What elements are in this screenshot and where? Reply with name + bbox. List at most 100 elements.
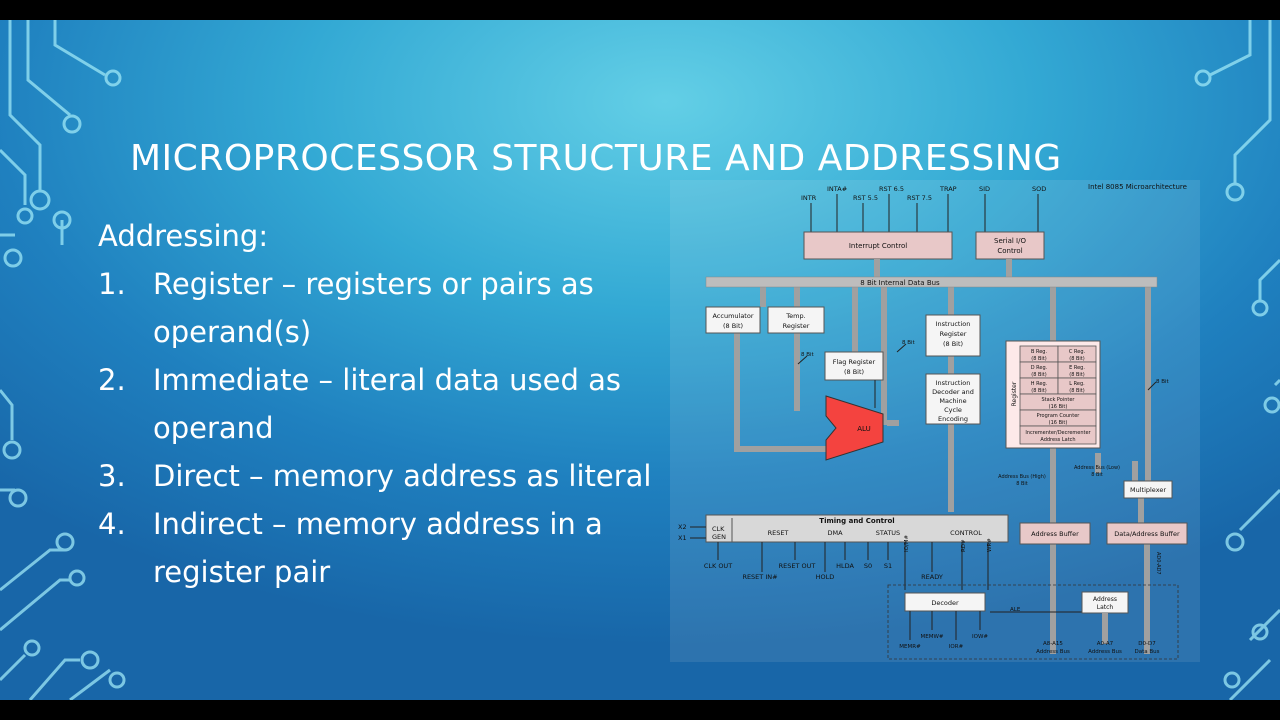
incdec-label: Address Latch [1040,437,1075,443]
instruction-decoder-label: Machine [939,397,966,405]
serial-io-label: Control [997,247,1022,255]
data-address-buffer-label: Data/Address Buffer [1114,530,1180,538]
flag-register-box [824,351,884,381]
width-label: 8 Bit [801,352,815,358]
instruction-register-label: Instruction [936,320,971,328]
temp-register-label: Register [783,322,810,330]
register-cell-label: (8 Bit) [1031,388,1047,394]
signal-rd: RD# [961,539,967,552]
bus-label-data: Data Bus [1134,649,1159,655]
internal-data-bus-label: 8 Bit Internal Data Bus [860,279,940,287]
register-cell-label: (8 Bit) [1069,356,1085,362]
interrupt-control-box [803,231,953,260]
register-cell-label: L Reg. [1069,381,1085,387]
width-label: 8 Bit [1156,379,1170,385]
register-cell-label: D Reg. [1031,365,1048,371]
address-latch-label: Latch [1097,604,1114,611]
signal-sid: SID [979,185,990,193]
addressing-list: Addressing: 1.Register – registers or pa… [98,212,658,596]
timing-control-box [705,514,1009,543]
signal-inta: INTA# [827,185,847,193]
address-latch-label: Address [1093,596,1117,603]
flag-register-label: (8 Bit) [844,368,864,376]
width-label: 8 Bit [902,340,916,346]
item-text: Indirect – memory address in a register … [153,507,603,589]
instruction-decoder-label: Encoding [938,415,968,423]
addressing-modes: 1.Register – registers or pairs as opera… [98,260,658,596]
bus-label-data: D0-D7 [1138,641,1156,647]
data-address-buffer-box [1106,522,1188,545]
signal-s1: S1 [884,562,892,570]
signal-ready: READY [921,573,943,581]
program-counter-label: Program Counter [1037,413,1081,419]
signal-clk-out: CLK OUT [704,562,732,570]
register-cell-label: (8 Bit) [1031,372,1047,378]
addr-bus-high-label: Address Bus (High) [998,474,1046,480]
interrupt-control-label: Interrupt Control [849,242,907,250]
slide-title: MICROPROCESSOR STRUCTURE AND ADDRESSING [130,138,1062,179]
instruction-register-box [925,314,981,357]
list-item: 1.Register – registers or pairs as opera… [98,260,658,356]
clk-gen-label: CLK [712,525,725,533]
instruction-decoder-label: Decoder and [932,388,974,396]
decoder-output-memw: MEMW# [920,634,943,640]
multiplexer-label: Multiplexer [1130,486,1166,494]
item-text: Immediate – literal data used as operand [153,363,621,445]
decoder-label: Decoder [931,599,959,607]
signal-trap: TRAP [939,185,957,193]
instruction-decoder-label: Cycle [944,406,962,414]
signal-hlda: HLDA [836,562,854,570]
instruction-register-label: (8 Bit) [943,340,963,348]
register-cell-label: (8 Bit) [1031,356,1047,362]
item-number: 4. [98,507,126,541]
signal-rst55: RST 5.5 [853,194,878,202]
diagram-caption: Intel 8085 Microarchitecture [1088,183,1187,191]
instruction-decoder-box [925,373,981,425]
register-cell-label: B Reg. [1031,349,1048,355]
list-item: 2.Immediate – literal data used as opera… [98,356,658,452]
signal-wr: WR# [987,538,993,552]
instruction-register-label: Register [940,330,967,338]
external-section [887,584,1179,660]
temp-register-box [767,306,825,334]
clk-gen-label: GEN [712,533,726,541]
bus-label-high: Address Bus [1036,649,1070,655]
bus-label-high: A8-A15 [1043,641,1063,647]
stack-pointer-label: Stack Pointer [1042,397,1076,403]
decoder-box [904,592,986,612]
signal-reset-out: RESET OUT [779,562,816,570]
alu-shape [825,395,884,461]
register-cell-label: C Reg. [1069,349,1086,355]
program-counter-label: (16 Bit) [1049,420,1068,426]
address-buffer-label: Address Buffer [1031,530,1079,538]
bus-label-low: A0-A7 [1097,641,1114,647]
clock-input-x2: X2 [678,523,687,531]
item-number: 3. [98,459,126,493]
group-label-dma: DMA [827,529,843,537]
bus-label-low: Address Bus [1088,649,1122,655]
signal-rst75: RST 7.5 [907,194,932,202]
signal-sod: SOD [1032,185,1046,193]
addr-bus-high-label: 8 Bit [1016,481,1028,487]
circuit-decoration [0,20,1280,700]
ad-bus-label: AD0-AD7 [1155,552,1161,575]
accumulator-label: Accumulator [712,312,753,320]
temp-register-label: Temp. [785,312,805,320]
addr-bus-low-label: Address Bus (Low) [1074,465,1120,471]
signal-s0: S0 [864,562,872,570]
timing-control-label: Timing and Control [819,517,894,525]
group-label-reset: RESET [768,529,789,537]
intel-8085-diagram: Intel 8085 Microarchitecture INTR INTA# … [670,180,1200,662]
register-array-label: Register [1011,381,1018,406]
serial-io-label: Serial I/O [994,237,1026,245]
address-buffer-box [1019,522,1091,545]
clock-input-x1: X1 [678,534,687,542]
flag-register-label: Flag Register [833,358,876,366]
decoder-output-memr: MEMR# [899,644,921,650]
register-cell-label: (8 Bit) [1069,372,1085,378]
decoder-output-ior: IOR# [949,644,964,650]
accumulator-label: (8 Bit) [723,322,743,330]
signal-io-m: IO/M# [904,534,910,552]
ale-label: ALE [1010,607,1021,613]
item-text: Register – registers or pairs as operand… [153,267,594,349]
